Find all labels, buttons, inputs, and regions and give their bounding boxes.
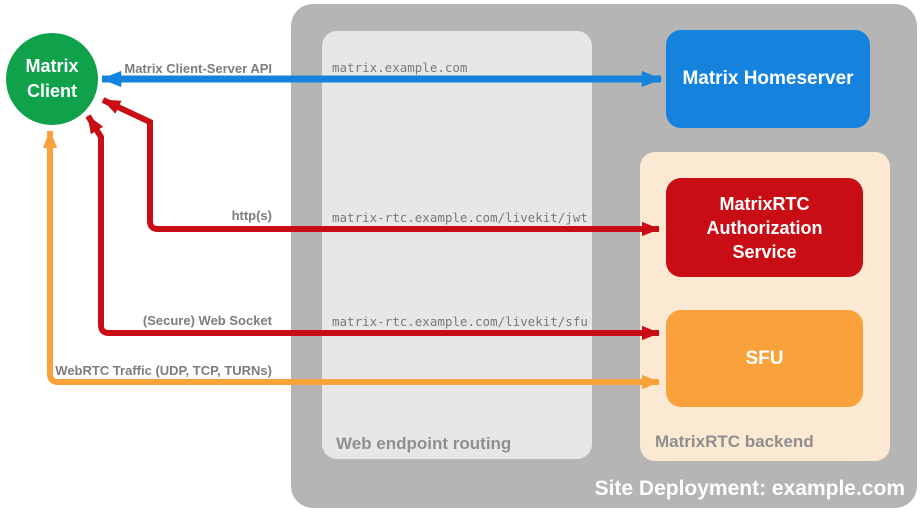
- client-server-api-label: Matrix Client-Server API: [124, 61, 272, 76]
- matrix-homeserver-node: Matrix Homeserver: [666, 30, 870, 128]
- matrix-client-node: Matrix Client: [6, 33, 98, 125]
- route-livekit-jwt: matrix-rtc.example.com/livekit/jwt: [332, 210, 588, 225]
- route-matrix-example-com: matrix.example.com: [332, 60, 468, 75]
- https-label: http(s): [231, 208, 272, 223]
- matrixrtc-authorization-service-label: MatrixRTC Authorization Service: [706, 193, 823, 262]
- site-deployment-label: Site Deployment: example.com: [594, 477, 905, 500]
- secure-web-socket-label: (Secure) Web Socket: [142, 313, 272, 328]
- web-endpoint-routing-label: Web endpoint routing: [336, 434, 512, 453]
- web-endpoint-routing-panel: [322, 31, 592, 459]
- route-livekit-sfu: matrix-rtc.example.com/livekit/sfu: [332, 314, 588, 329]
- sfu-node: SFU: [666, 310, 863, 407]
- matrixrtc-authorization-service-node: MatrixRTC Authorization Service: [666, 178, 863, 277]
- matrixrtc-backend-label: MatrixRTC backend: [655, 432, 814, 451]
- webrtc-traffic-label: WebRTC Traffic (UDP, TCP, TURNs): [55, 363, 272, 378]
